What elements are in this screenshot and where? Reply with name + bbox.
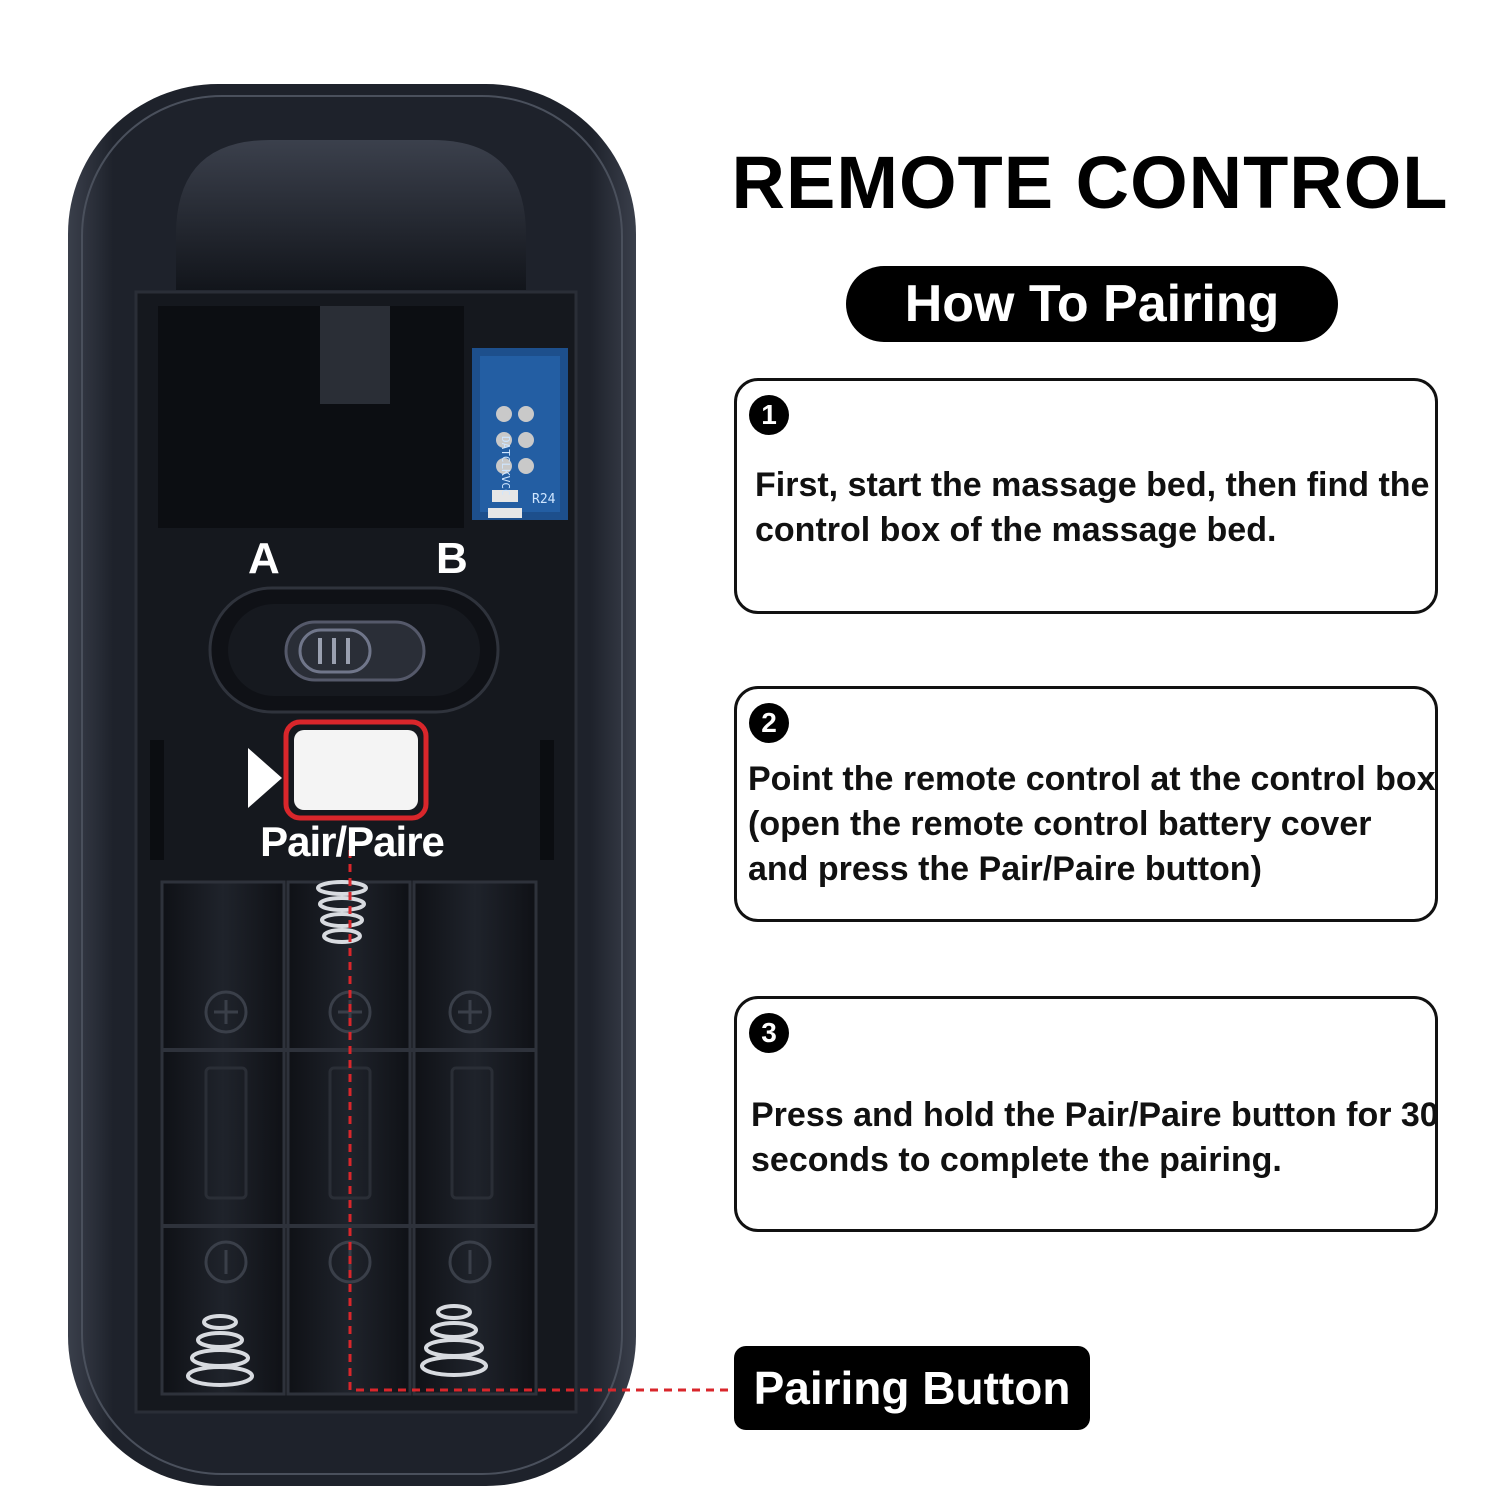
switch-label-b: B bbox=[436, 534, 468, 583]
step-number-1: 1 bbox=[749, 395, 789, 435]
step-card-3: 3 Press and hold the Pair/Paire button f… bbox=[734, 996, 1439, 1232]
subtitle-pill: How To Pairing bbox=[846, 266, 1338, 342]
step-text-2: Point the remote control at the control … bbox=[748, 760, 1436, 888]
step-number-3: 3 bbox=[749, 1013, 789, 1053]
ab-switch-slider[interactable] bbox=[284, 620, 426, 682]
step-text-3: Press and hold the Pair/Paire button for… bbox=[751, 1096, 1439, 1179]
pcb-pin-label: DATCLKVCC bbox=[499, 436, 512, 496]
arrow-icon bbox=[248, 748, 282, 808]
callout-leader-line bbox=[348, 850, 734, 1392]
pair-button-label: Pair/Paire bbox=[260, 818, 445, 865]
pair-button[interactable] bbox=[294, 730, 418, 810]
battery-springs bbox=[186, 880, 488, 1387]
pairing-button-callout: Pairing Button bbox=[734, 1346, 1090, 1430]
subtitle-text: How To Pairing bbox=[904, 275, 1280, 333]
step-card-2: 2 Point the remote control at the contro… bbox=[734, 686, 1438, 922]
step-card-1: 1 First, start the massage bed, then fin… bbox=[734, 378, 1438, 614]
step-text-1: First, start the massage bed, then find … bbox=[755, 466, 1430, 549]
switch-label-a: A bbox=[248, 534, 280, 583]
remote-top-dome bbox=[176, 140, 526, 290]
pairing-button-callout-text: Pairing Button bbox=[753, 1362, 1071, 1414]
pair-button-highlight bbox=[283, 719, 429, 821]
step-number-2: 2 bbox=[749, 703, 789, 743]
pcb-resistor-label: R24 bbox=[532, 492, 556, 507]
page-title: REMOTE CONTROL bbox=[731, 141, 1449, 224]
